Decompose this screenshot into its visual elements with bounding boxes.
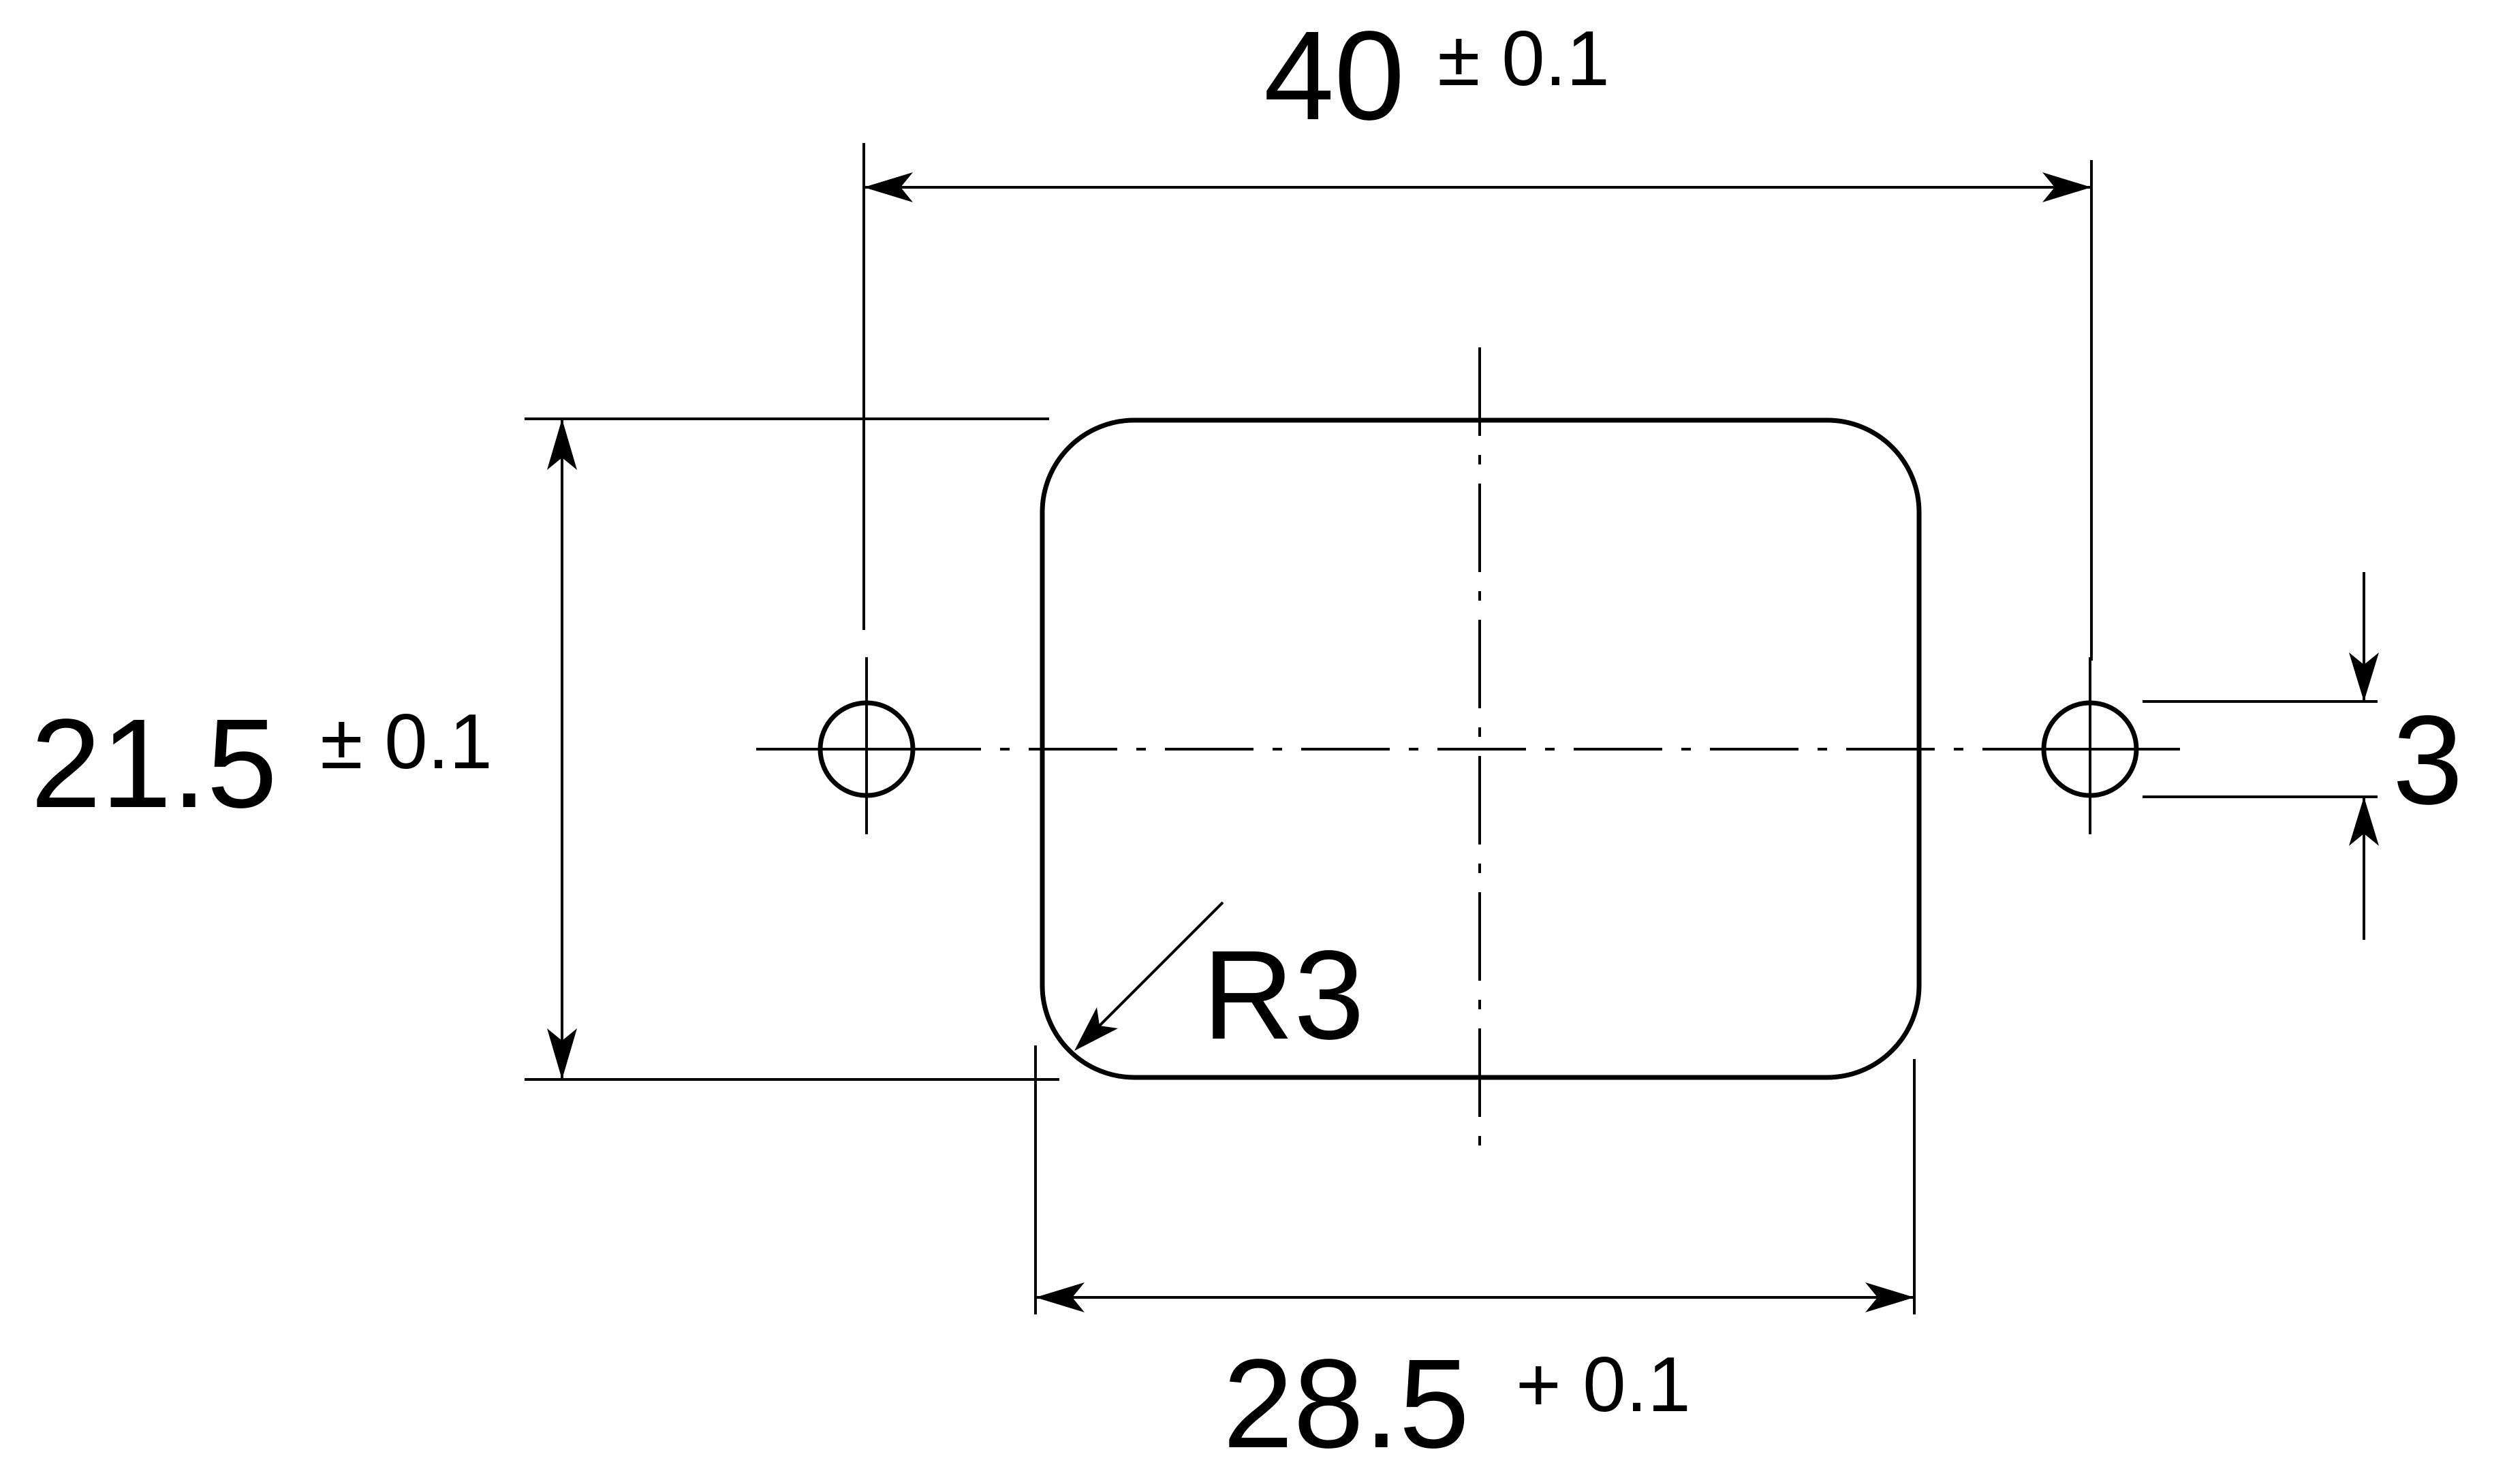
right-mounting-hole	[2040, 657, 2139, 834]
dim-radius-label: R3	[1202, 925, 1365, 1066]
dim-hole-value: 3	[2393, 690, 2463, 831]
dim-top-value: 40	[1264, 5, 1405, 146]
dim-bottom-value: 28.5	[1223, 1333, 1469, 1474]
dimension-hole-3: 3	[2143, 572, 2463, 940]
dim-left-tolerance: ± 0.1	[320, 699, 493, 785]
dimension-left-21-5: 21.5 ± 0.1	[31, 417, 1059, 1081]
dimension-bottom-28-5: 28.5 + 0.1	[1034, 1045, 1916, 1474]
dimension-top-40: 40 ± 0.1	[862, 5, 2093, 661]
dim-top-tolerance: ± 0.1	[1437, 16, 1610, 102]
corner-radius-leader: R3	[1074, 901, 1365, 1066]
left-mounting-hole	[818, 657, 916, 834]
rectangular-cutout	[1040, 417, 1922, 1080]
dim-left-value: 21.5	[31, 693, 277, 834]
dim-bottom-tolerance: + 0.1	[1516, 1342, 1691, 1428]
